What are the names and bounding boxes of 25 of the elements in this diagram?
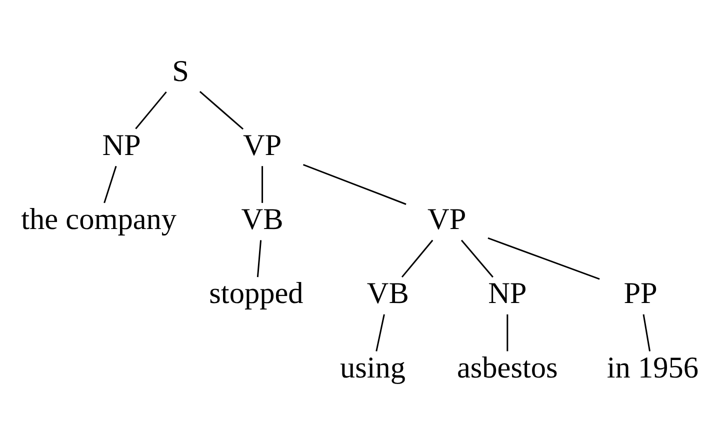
connector (104, 165, 117, 203)
connector (488, 236, 600, 280)
node-text: VB (241, 202, 284, 236)
connector (135, 90, 167, 129)
connector (401, 239, 434, 278)
node-text: S (172, 53, 189, 88)
connector (460, 239, 494, 278)
node-text: asbestos (456, 350, 558, 384)
connector (256, 240, 262, 277)
connector (302, 163, 406, 204)
node-text: using (340, 350, 406, 384)
connector (642, 314, 651, 351)
connector (199, 90, 244, 130)
node-text: VP (428, 202, 466, 236)
node-text: stopped (209, 276, 304, 310)
node-text: NP (488, 276, 527, 310)
node-text: VB (366, 276, 409, 310)
node-text: VP (242, 127, 282, 162)
node-text: PP (624, 276, 658, 310)
node-text: in 1956 (606, 350, 698, 384)
node-text: NP (102, 127, 141, 162)
node-text: the company (21, 202, 177, 236)
connector (262, 166, 264, 202)
connector (506, 314, 508, 351)
connector (376, 314, 385, 351)
